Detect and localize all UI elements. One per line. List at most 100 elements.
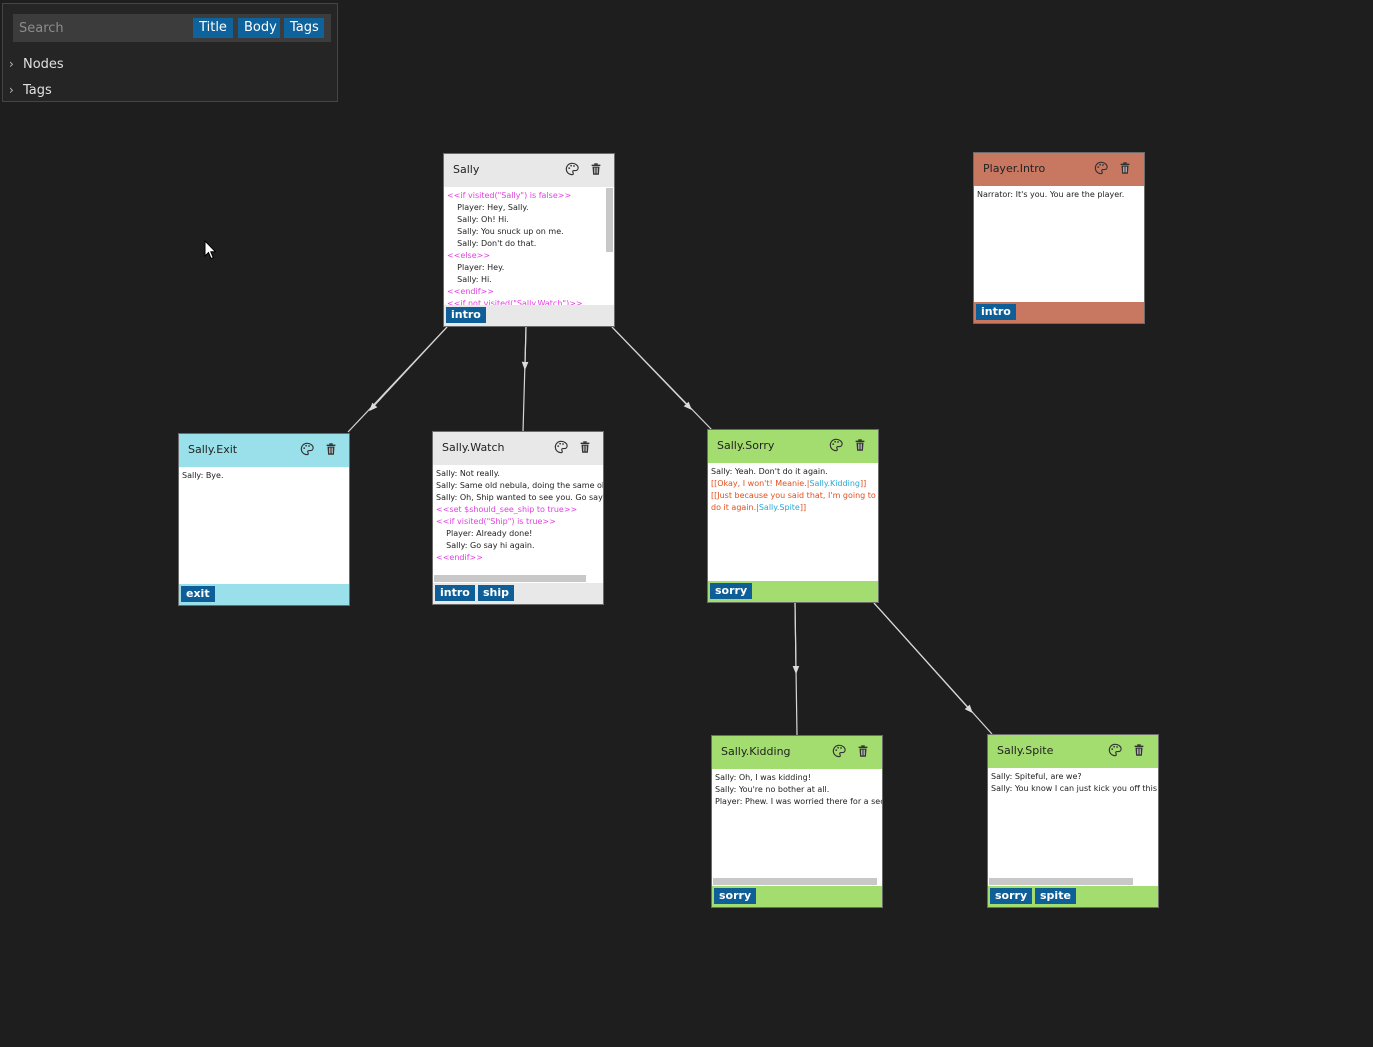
node-body[interactable]: Sally: Spiteful, are we? Sally: You know …	[988, 768, 1158, 886]
filter-title-button[interactable]: Title	[193, 18, 233, 38]
node-title: Player.Intro	[983, 162, 1046, 175]
search-box: Title Body Tags	[13, 14, 331, 42]
tag-chip[interactable]: intro	[446, 307, 486, 323]
trash-icon[interactable]	[324, 442, 338, 456]
node-body-line: [[Okay, I won't! Meanie.|Sally.Kidding]]	[711, 479, 867, 488]
node-body[interactable]: Sally: Yeah. Don't do it again. [[Okay, I…	[708, 463, 878, 581]
node-body[interactable]: Sally: Bye.	[179, 467, 349, 584]
palette-icon[interactable]	[832, 744, 846, 758]
node-body-line: <<if not visited("Sally.Watch")>>	[447, 299, 583, 305]
node-body[interactable]: Sally: Not really. Sally: Same old nebula…	[433, 465, 603, 583]
tag-chip[interactable]: sorry	[714, 888, 757, 904]
tag-chip[interactable]: intro	[976, 304, 1016, 320]
palette-icon[interactable]	[554, 440, 568, 454]
node-body-line: Sally: Hi.	[447, 275, 492, 284]
filter-body-button[interactable]: Body	[238, 18, 280, 38]
trash-icon[interactable]	[1118, 161, 1132, 175]
node-footer: sorry	[708, 581, 878, 602]
trash-icon[interactable]	[589, 162, 603, 176]
horizontal-scrollbar[interactable]	[989, 878, 1133, 885]
tag-chip[interactable]: intro	[435, 585, 475, 601]
node-body-line: <<endif>>	[436, 553, 483, 562]
node-sally[interactable]: Sally <<if visited("Sally") is false>> P…	[443, 153, 615, 327]
node-header[interactable]: Player.Intro	[974, 153, 1144, 186]
link-target: Sally.Kidding	[809, 479, 860, 488]
node-title: Sally	[453, 163, 480, 176]
node-footer: intro	[444, 305, 614, 326]
node-body-line: Sally: Yeah. Don't do it again.	[711, 467, 828, 476]
node-header[interactable]: Sally.Watch	[433, 432, 603, 465]
palette-icon[interactable]	[1094, 161, 1108, 175]
node-body-line: <<else>>	[447, 251, 491, 260]
node-body-line: Narrator: It's you. You are the player.	[977, 190, 1125, 199]
node-body-line: Sally: Spiteful, are we?	[991, 772, 1082, 781]
trash-icon[interactable]	[1132, 743, 1146, 757]
tree-item-label: Tags	[23, 83, 52, 98]
tag-chip[interactable]: exit	[181, 586, 215, 602]
node-body-line: Sally: Go say hi again.	[436, 541, 535, 550]
node-body-line: Sally: Same old nebula, doing the same o…	[436, 481, 603, 490]
node-body-line: Sally: Oh, Ship wanted to see you. Go sa…	[436, 493, 603, 502]
tree-item-nodes[interactable]: ›Nodes	[9, 55, 64, 73]
node-footer: intro	[974, 302, 1144, 323]
node-player-intro[interactable]: Player.Intro Narrator: It's you. You are…	[973, 152, 1145, 324]
node-body-line: do it again.|Sally.Spite]]	[711, 503, 807, 512]
node-sally-spite[interactable]: Sally.Spite Sally: Spiteful, are we?Sall…	[987, 734, 1159, 908]
chevron-right-icon: ›	[9, 83, 14, 97]
node-body[interactable]: Sally: Oh, I was kidding!Sally: You're n…	[712, 769, 882, 886]
tag-chip[interactable]: sorry	[710, 583, 753, 599]
horizontal-scrollbar[interactable]	[713, 878, 877, 885]
node-body-line: Player: Hey.	[447, 263, 505, 272]
node-title: Sally.Sorry	[717, 439, 775, 452]
tag-chip[interactable]: ship	[478, 585, 515, 601]
node-body-line: Player: Already done!	[436, 529, 533, 538]
palette-icon[interactable]	[565, 162, 579, 176]
tag-chip[interactable]: spite	[1035, 888, 1076, 904]
horizontal-scrollbar[interactable]	[434, 575, 586, 582]
trash-icon[interactable]	[578, 440, 592, 454]
node-body-line: Sally: You're no bother at all.	[715, 785, 830, 794]
node-header[interactable]: Sally.Kidding	[712, 736, 882, 769]
node-title: Sally.Watch	[442, 441, 505, 454]
vertical-scrollbar[interactable]	[606, 188, 613, 252]
palette-icon[interactable]	[300, 442, 314, 456]
palette-icon[interactable]	[1108, 743, 1122, 757]
node-body[interactable]: Narrator: It's you. You are the player.	[974, 186, 1144, 302]
node-title: Sally.Exit	[188, 443, 238, 456]
node-header[interactable]: Sally.Exit	[179, 434, 349, 467]
chevron-right-icon: ›	[9, 57, 14, 71]
node-body-line: Sally: You snuck up on me.	[447, 227, 564, 236]
node-header[interactable]: Sally.Sorry	[708, 430, 878, 463]
trash-icon[interactable]	[856, 744, 870, 758]
node-body-line: Player: Phew. I was worried there for a …	[715, 797, 882, 806]
node-body-line: Sally: Not really.	[436, 469, 500, 478]
node-sally-watch[interactable]: Sally.Watch Sally: Not really. Sally: Sam…	[432, 431, 604, 605]
node-sally-kidding[interactable]: Sally.Kidding Sally: Oh, I was kidding!S…	[711, 735, 883, 908]
link-target: Sally.Spite	[758, 503, 800, 512]
palette-icon[interactable]	[829, 438, 843, 452]
node-sally-sorry[interactable]: Sally.Sorry Sally: Yeah. Don't do it aga…	[707, 429, 879, 603]
node-footer: sorry	[712, 886, 882, 907]
node-body-line: <<endif>>	[447, 287, 494, 296]
node-sally-exit[interactable]: Sally.Exit Sally: Bye. exit	[178, 433, 350, 606]
node-body-line: Sally: Bye.	[182, 471, 224, 480]
tag-chip[interactable]: sorry	[990, 888, 1033, 904]
tree-item-tags[interactable]: › Tags	[9, 81, 52, 99]
node-body[interactable]: <<if visited("Sally") is false>> Player:…	[444, 187, 614, 305]
node-header[interactable]: Sally	[444, 154, 614, 187]
node-body-line: Player: Hey, Sally.	[447, 203, 529, 212]
node-body-line: Sally: Oh! Hi.	[447, 215, 509, 224]
edge-arrow	[873, 602, 973, 714]
trash-icon[interactable]	[853, 438, 867, 452]
node-header[interactable]: Sally.Spite	[988, 735, 1158, 768]
filter-tags-button[interactable]: Tags	[284, 18, 324, 38]
node-body-line: Sally: You know I can just kick you off …	[991, 784, 1158, 793]
edge-arrow	[521, 326, 529, 371]
node-body-line: <<set $should_see_ship to true>>	[436, 505, 578, 514]
node-footer: exit	[179, 584, 349, 605]
node-title: Sally.Spite	[997, 744, 1054, 757]
search-input[interactable]	[13, 14, 197, 42]
